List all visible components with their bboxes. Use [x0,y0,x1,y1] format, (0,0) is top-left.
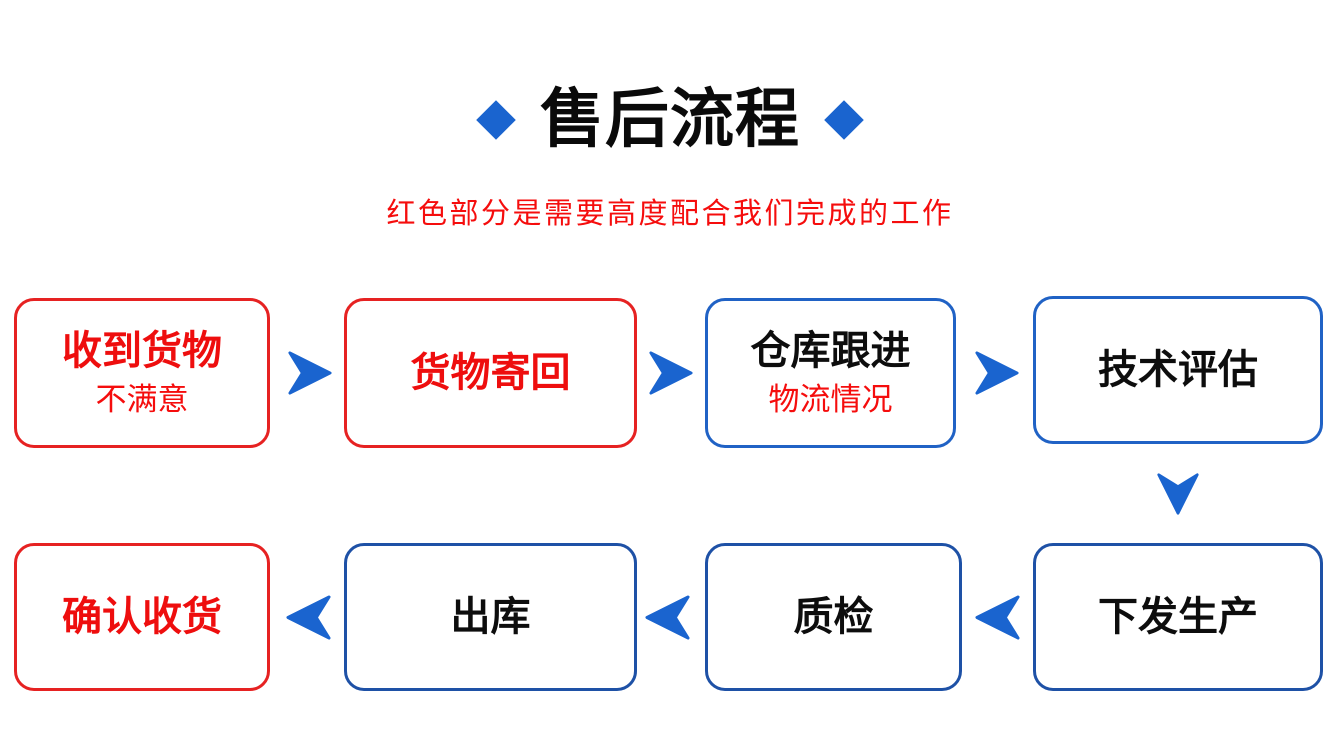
diamond-icon-right [824,99,864,140]
step-box-out-of-warehouse: 出库 [344,543,637,691]
step-label: 质检 [793,595,874,639]
page-subtitle: 红色部分是需要高度配合我们完成的工作 [386,198,954,230]
step-sublabel: 不满意 [95,381,189,417]
page-title: 售后流程 [540,83,800,155]
step-box-quality-inspection: 质检 [705,543,962,691]
step-label: 收到货物 [62,328,222,373]
diamond-icon-left [476,99,516,140]
step-box-receive-goods: 收到货物 不满意 [14,298,270,448]
arrow-right-icon [974,350,1020,396]
step-box-goods-sent-back: 货物寄回 [344,298,637,448]
arrow-left-icon [974,594,1021,641]
step-sublabel: 物流情况 [768,381,893,417]
step-label: 下发生产 [1098,595,1258,639]
step-box-warehouse-follow-up: 仓库跟进 物流情况 [705,298,956,448]
step-box-confirm-receipt: 确认收货 [14,543,270,691]
arrow-left-icon [285,594,332,641]
arrow-right-icon [648,350,694,396]
step-label: 技术评估 [1098,348,1258,392]
step-label: 仓库跟进 [750,328,911,373]
step-box-issue-to-production: 下发生产 [1033,543,1323,691]
step-label: 确认收货 [62,595,222,639]
arrow-right-icon [287,350,333,396]
page-title-row: 售后流程 [0,83,1340,155]
step-label: 货物寄回 [410,351,571,395]
arrow-down-icon [1156,471,1200,517]
step-box-technical-evaluation: 技术评估 [1033,296,1323,444]
arrow-left-icon [644,594,691,641]
step-label: 出库 [450,595,531,639]
